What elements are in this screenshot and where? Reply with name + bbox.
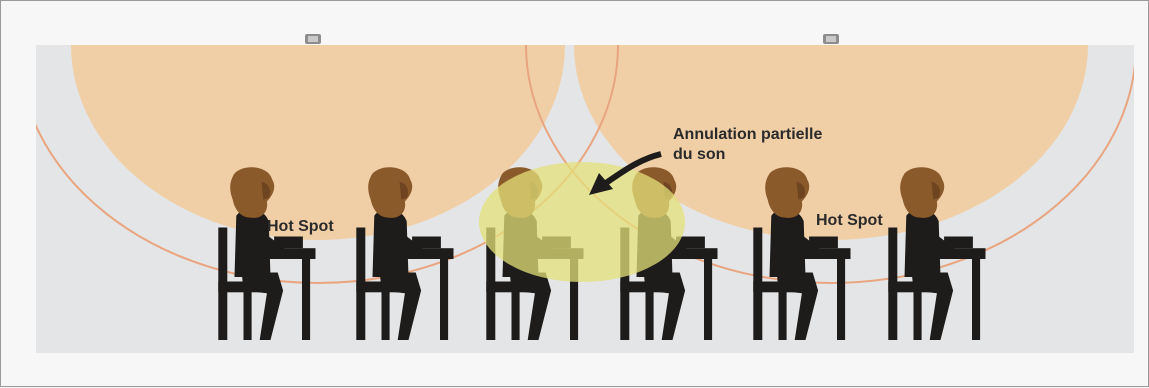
speaker-icon bbox=[823, 34, 839, 44]
cancellation-label-line2: du son bbox=[673, 146, 725, 163]
hotspot-label-left: Hot Spot bbox=[267, 218, 334, 235]
speaker-icon bbox=[305, 34, 321, 44]
hotspot-label-right: Hot Spot bbox=[816, 212, 883, 229]
cancellation-zone bbox=[479, 162, 685, 282]
cancellation-label-line1: Annulation partielle bbox=[673, 126, 822, 143]
